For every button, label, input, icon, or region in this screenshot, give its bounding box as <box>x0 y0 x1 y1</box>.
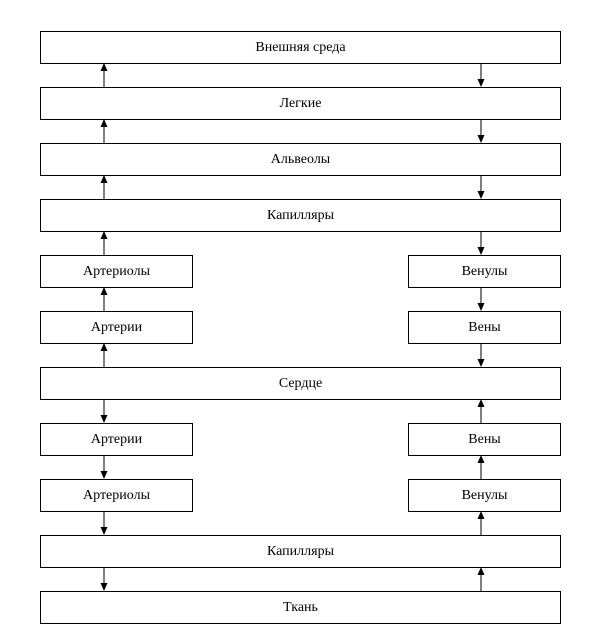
box-lungs: Легкие <box>40 87 561 120</box>
box-systemic-venules: Венулы <box>408 479 561 512</box>
arrow-down-venules-to-veins <box>477 287 485 311</box>
box-pulmonary-venules: Венулы <box>408 255 561 288</box>
arrow-down-capillaries-to-venules <box>477 231 485 255</box>
box-systemic-arterioles: Артериолы <box>40 479 193 512</box>
box-pulmonary-veins: Вены <box>408 311 561 344</box>
box-alveoli: Альвеолы <box>40 143 561 176</box>
box-systemic-arteries: Артерии <box>40 423 193 456</box>
arrow-up-capillaries-to-venules <box>477 511 485 535</box>
box-heart: Сердце <box>40 367 561 400</box>
box-tissue: Ткань <box>40 591 561 624</box>
arrow-up-alveoli-from-capillaries <box>100 175 108 199</box>
arrow-down-arterioles-to-capillaries <box>100 511 108 535</box>
arrow-up-venules-to-veins <box>477 455 485 479</box>
arrow-up-capillaries-from-arterioles <box>100 231 108 255</box>
arrow-up-arterioles-from-arteries <box>100 287 108 311</box>
box-external-environment: Внешняя среда <box>40 31 561 64</box>
arrow-down-veins-to-heart <box>477 343 485 367</box>
arrow-down-capillaries-to-tissue <box>100 567 108 591</box>
arrow-up-veins-to-heart <box>477 399 485 423</box>
arrow-up-alveoli-to-external <box>100 63 108 87</box>
arrow-down-external-to-lungs <box>477 63 485 87</box>
arrow-up-lungs-from-alveoli <box>100 119 108 143</box>
box-pulmonary-arterioles: Артериолы <box>40 255 193 288</box>
arrow-down-arteries-to-arterioles <box>100 455 108 479</box>
box-pulmonary-capillaries: Капилляры <box>40 199 561 232</box>
arrow-down-alveoli-to-capillaries <box>477 175 485 199</box>
box-systemic-veins: Вены <box>408 423 561 456</box>
box-pulmonary-arteries: Артерии <box>40 311 193 344</box>
arrow-up-tissue-to-capillaries <box>477 567 485 591</box>
arrow-up-arteries-from-heart <box>100 343 108 367</box>
arrow-down-heart-to-arteries <box>100 399 108 423</box>
box-systemic-capillaries: Капилляры <box>40 535 561 568</box>
arrow-down-lungs-to-alveoli <box>477 119 485 143</box>
